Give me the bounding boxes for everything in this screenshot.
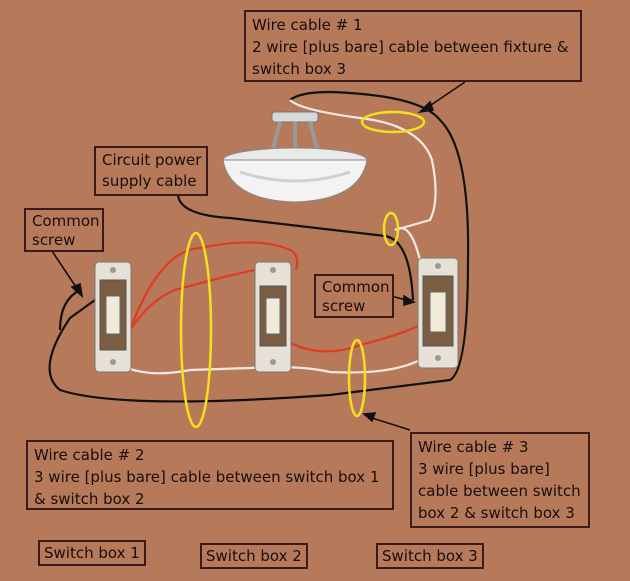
common-screw-left-label: Common screw xyxy=(24,208,104,252)
common-screw-left-line-1: Common xyxy=(32,212,100,230)
common-screw-right-line-2: screw xyxy=(322,297,366,315)
wire-cable-2-title: Wire cable # 2 xyxy=(34,446,145,464)
circuit-power-label: Circuit power supply cable xyxy=(94,146,208,196)
wire-cable-3-desc-3: box 2 & switch box 3 xyxy=(418,504,575,522)
common-screw-right-line-1: Common xyxy=(322,278,390,296)
wire-cable-2-label: Wire cable # 2 3 wire [plus bare] cable … xyxy=(26,440,394,510)
wire-cable-3-title: Wire cable # 3 xyxy=(418,438,529,456)
highlight-cable-1 xyxy=(360,110,426,134)
circuit-power-line-1: Circuit power xyxy=(102,151,202,169)
pointer-arrows xyxy=(49,81,466,431)
common-screw-right-label: Common screw xyxy=(314,274,394,318)
wire-cable-3-desc-1: 3 wire [plus bare] xyxy=(418,460,550,478)
wire-cable-1-desc-2: switch box 3 xyxy=(252,60,347,78)
wire-cable-2-desc-1: 3 wire [plus bare] cable between switch … xyxy=(34,468,380,486)
highlight-power-cable xyxy=(382,211,400,247)
wire-cable-2-desc-2: & switch box 2 xyxy=(34,490,145,508)
wire-cable-3-label: Wire cable # 3 3 wire [plus bare] cable … xyxy=(410,432,590,528)
highlight-cable-3 xyxy=(347,338,367,418)
circuit-power-line-2: supply cable xyxy=(102,172,197,190)
common-screw-left-line-2: screw xyxy=(32,231,76,249)
wire-cable-1-title: Wire cable # 1 xyxy=(252,16,363,34)
highlight-cable-2 xyxy=(179,231,213,429)
switch-box-1-switch xyxy=(94,261,132,373)
switch-box-1-label: Switch box 1 xyxy=(38,540,146,566)
switch-box-2-label: Switch box 2 xyxy=(200,543,308,569)
switch-box-3-label: Switch box 3 xyxy=(376,543,484,569)
ceiling-light-fixture xyxy=(222,111,368,203)
wire-cable-1-label: Wire cable # 1 2 wire [plus bare] cable … xyxy=(244,10,582,82)
switch-box-2-switch xyxy=(254,261,292,373)
wire-cable-3-desc-2: cable between switch xyxy=(418,482,581,500)
cable-highlights xyxy=(179,110,426,429)
wire-cable-1-desc-1: 2 wire [plus bare] cable between fixture… xyxy=(252,38,569,56)
switch-box-3-switch xyxy=(417,257,459,369)
